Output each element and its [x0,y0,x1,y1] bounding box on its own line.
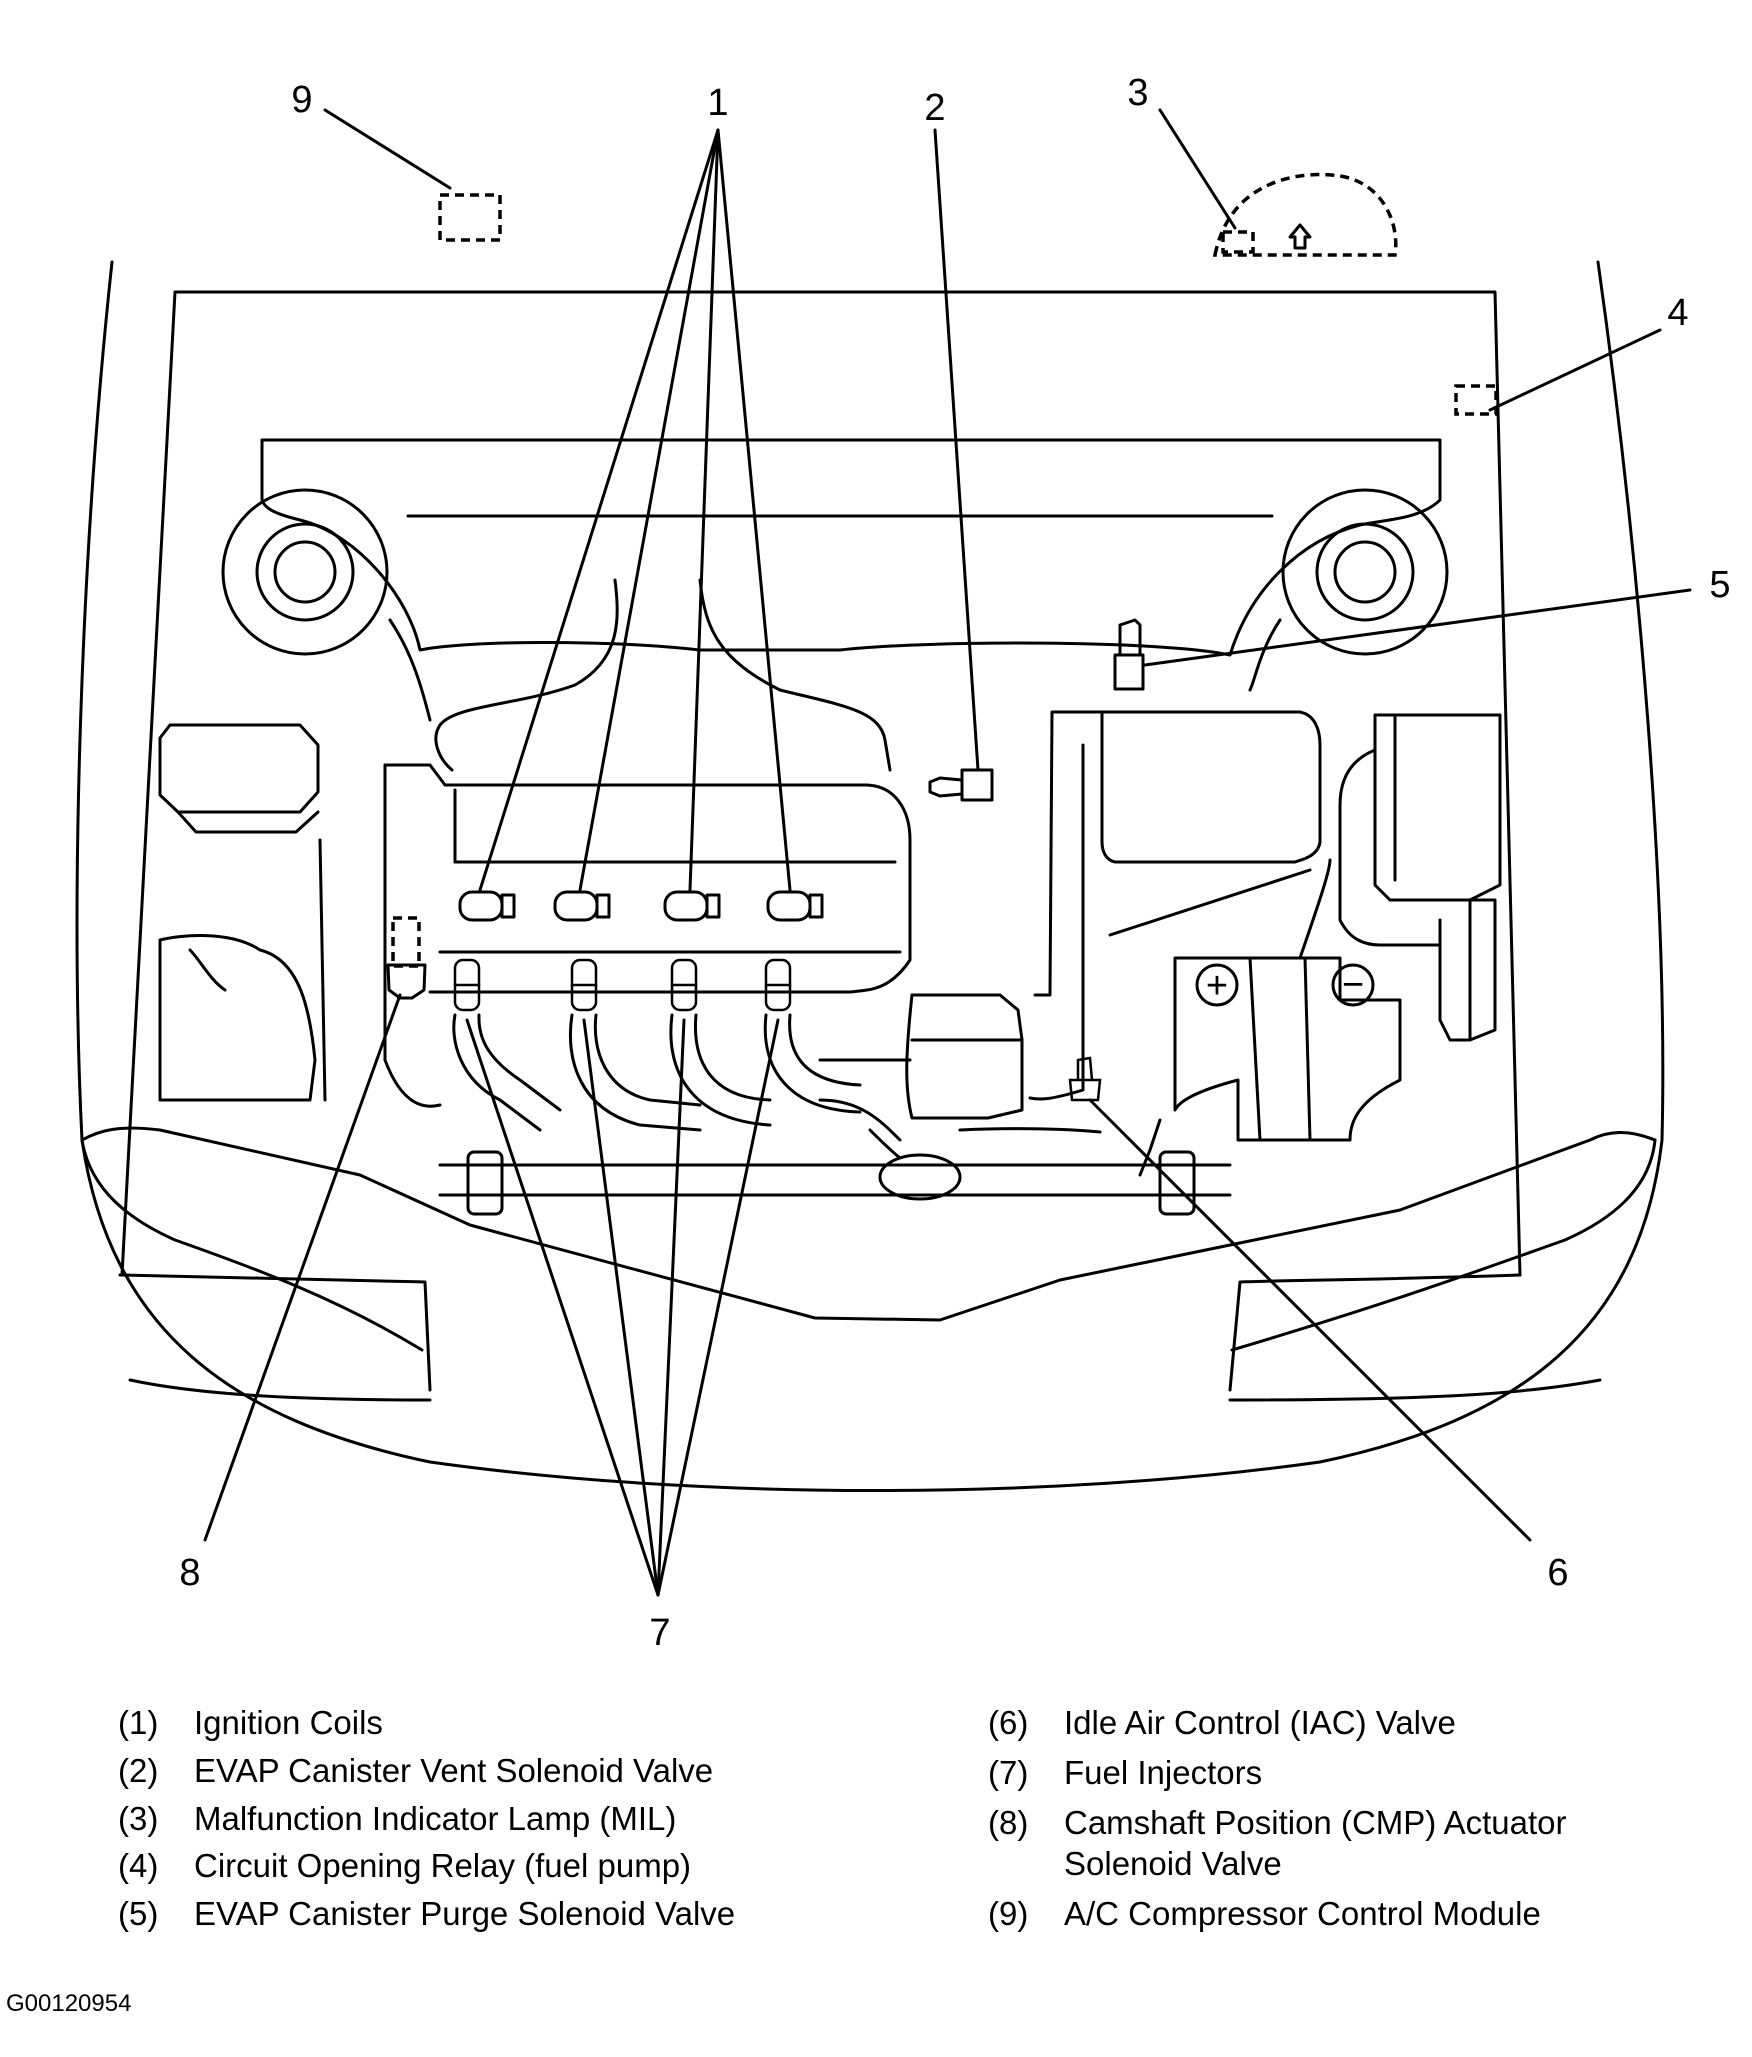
legend-label: A/C Compressor Control Module [1064,1895,1541,1932]
legend-item: (2) EVAP Canister Vent Solenoid Valve [118,1750,794,1791]
legend-label: EVAP Canister Vent Solenoid Valve [194,1752,714,1789]
callout-6: 6 [1547,1552,1568,1594]
callout-2: 2 [924,87,945,129]
intake-manifold-runners [452,1013,912,1142]
legend-number: (1) [118,1704,159,1741]
legend-number: (7) [988,1754,1029,1791]
engine-compartment-diagram: + − [75,72,1731,1654]
iac-valve-icon [1068,1056,1102,1102]
callout-9: 9 [291,79,312,121]
legend-number: (6) [988,1704,1029,1741]
legend-item: (6) Idle Air Control (IAC) Valve [988,1702,1664,1743]
legend-number: (4) [118,1847,159,1884]
battery-positive-terminal-icon: + [1195,963,1239,1007]
callout-1: 1 [707,82,728,124]
firewall-cowl [260,438,1442,657]
legend-item: (1) Ignition Coils [118,1702,794,1743]
front-bumper-fascia [80,1126,1657,1402]
engine-cylinder-head [383,578,912,1108]
callout-8: 8 [179,1552,200,1594]
svg-text:+: + [1206,965,1228,1007]
legend-item: (7) Fuel Injectors [988,1752,1664,1793]
legend-item: (8) Camshaft Position (CMP) Actuator Sol… [988,1802,1664,1884]
legend-number: (3) [118,1800,159,1837]
legend-number: (2) [118,1752,159,1789]
ignition-coil-icon [458,890,516,922]
callout-3: 3 [1127,72,1148,114]
leader-lines [203,108,1692,1597]
legend-label: Ignition Coils [194,1704,383,1741]
legend-item: (9) A/C Compressor Control Module [988,1893,1664,1934]
evap-vent-solenoid-icon [928,768,994,802]
component-legend: (1) Ignition Coils (2) EVAP Canister Ven… [118,1702,1678,1942]
legend-item: (3) Malfunction Indicator Lamp (MIL) [118,1798,794,1839]
legend-item: (5) EVAP Canister Purge Solenoid Valve [118,1893,794,1934]
relay-box [1338,713,1502,1042]
legend-label: Camshaft Position (CMP) Actuator Solenoi… [1064,1804,1567,1882]
battery [1138,858,1402,1177]
legend-item: (4) Circuit Opening Relay (fuel pump) [118,1845,794,1886]
legend-label: Idle Air Control (IAC) Valve [1064,1704,1456,1741]
left-strut-tower [221,488,432,722]
legend-number: (9) [988,1895,1029,1932]
fuel-injector-icon [670,958,698,1012]
circuit-opening-relay-dashed-box [1454,384,1498,416]
warning-arrow-icon [1288,223,1312,250]
callout-5: 5 [1709,564,1730,606]
ignition-coil-icon [553,890,611,922]
fuel-injector-icon [453,958,481,1012]
evap-purge-solenoid-icon [1113,618,1145,691]
right-strut-tower [1248,488,1449,692]
fuel-injectors [453,958,792,1012]
mil-lamp-dashed-outline [1212,172,1398,257]
legend-label: Circuit Opening Relay (fuel pump) [194,1847,692,1884]
vehicle-body-outline [75,260,1665,1492]
ignition-coils [458,890,824,922]
callout-4: 4 [1667,292,1688,334]
cmp-actuator-solenoid-icon [386,916,427,1000]
ac-compressor-module-dashed-box [438,193,502,242]
legend-label: Fuel Injectors [1064,1754,1263,1791]
fuel-injector-icon [570,958,598,1012]
legend-label: Malfunction Indicator Lamp (MIL) [194,1800,677,1837]
ignition-coil-icon [766,890,824,922]
washer-reservoir [158,723,327,1102]
figure-id: G00120954 [6,1990,132,2017]
legend-number: (5) [118,1895,159,1932]
ignition-coil-icon [663,890,721,922]
svg-text:−: − [1342,964,1364,1006]
legend-label: EVAP Canister Purge Solenoid Valve [194,1895,736,1932]
fuel-injector-icon [764,958,792,1012]
legend-number: (8) [988,1804,1029,1841]
callout-7: 7 [649,1612,670,1654]
battery-negative-terminal-icon: − [1331,963,1375,1007]
air-intake-duct [905,710,1322,1120]
radiator-support [438,1127,1232,1216]
